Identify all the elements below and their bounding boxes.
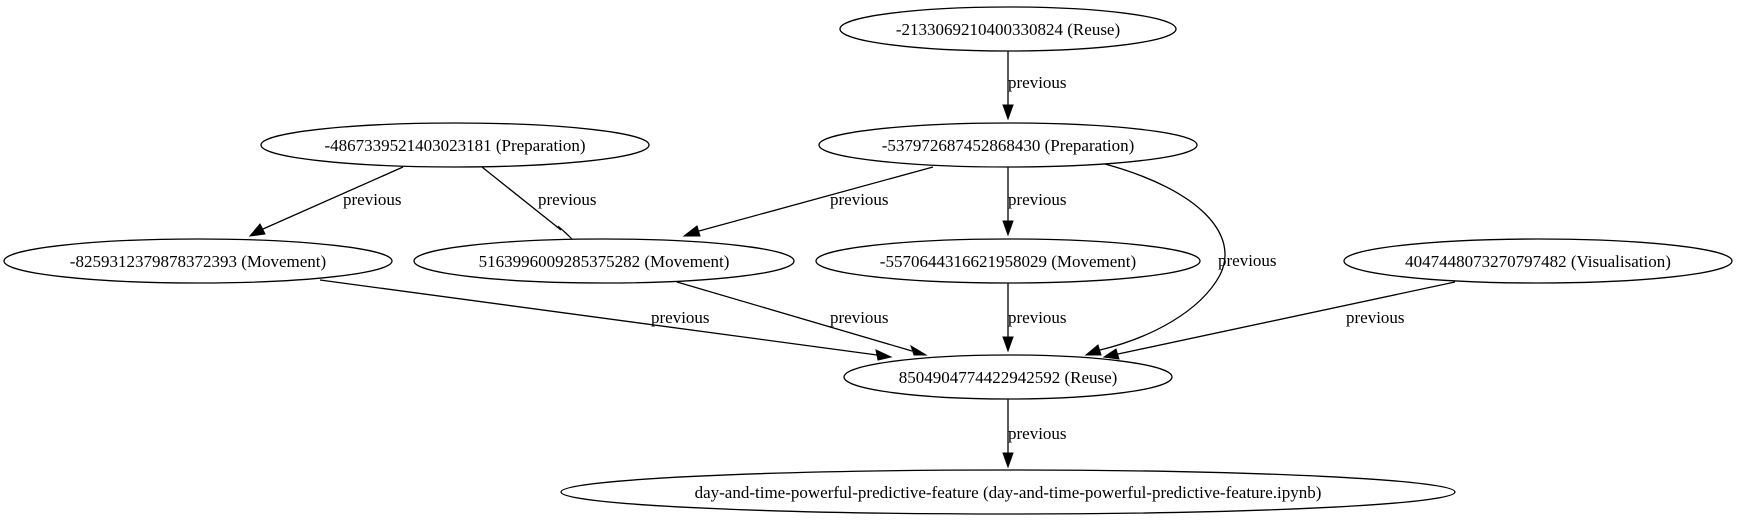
arrowhead-icon — [1102, 348, 1120, 360]
node-label: -4867339521403023181 (Preparation) — [324, 136, 585, 155]
edge: previous — [676, 281, 928, 356]
arrowhead-icon — [1002, 452, 1014, 469]
edge-label: previous — [538, 190, 597, 209]
graph-node: -2133069210400330824 (Reuse) — [839, 6, 1177, 52]
node-label: -5570644316621958029 (Movement) — [880, 252, 1136, 271]
edges-layer: previous previous previous previous previous… — [248, 51, 1456, 469]
node-ellipse — [413, 238, 795, 284]
edge-line — [698, 166, 934, 232]
edge-label: previous — [830, 190, 889, 209]
node-ellipse — [839, 6, 1177, 52]
edge: previous — [682, 166, 934, 237]
node-ellipse — [843, 354, 1173, 400]
node-ellipse — [815, 238, 1201, 284]
edge-line — [319, 279, 878, 356]
edge-line — [481, 166, 562, 231]
node-label: 4047448073270797482 (Visualisation) — [1405, 252, 1671, 271]
edge-label: previous — [1218, 251, 1277, 270]
edge-label: previous — [1008, 424, 1067, 443]
graph-node: 8504904774422942592 (Reuse) — [843, 354, 1173, 400]
graph-node: 4047448073270797482 (Visualisation) — [1343, 238, 1733, 284]
edge: previous — [1084, 163, 1277, 356]
edge-label: previous — [1346, 308, 1405, 327]
graph-node: -8259312379878372393 (Movement) — [3, 238, 393, 284]
node-ellipse — [1343, 238, 1733, 284]
edge: previous — [1102, 281, 1456, 360]
node-label: -537972687452868430 (Preparation) — [882, 136, 1135, 155]
node-ellipse — [260, 122, 650, 168]
arrowhead-icon — [1002, 220, 1014, 237]
edge-line — [1117, 281, 1456, 355]
edge: previous — [481, 166, 597, 241]
edge-line — [676, 281, 913, 352]
arrowhead-icon — [1084, 344, 1102, 356]
node-label: -8259312379878372393 (Movement) — [70, 252, 326, 271]
node-ellipse — [560, 469, 1456, 515]
edge: previous — [248, 166, 404, 237]
edge-label: previous — [830, 308, 889, 327]
edge: previous — [1002, 167, 1067, 237]
edge-label: previous — [343, 190, 402, 209]
graph-node: -5570644316621958029 (Movement) — [815, 238, 1201, 284]
nodes-layer: -2133069210400330824 (Reuse) -48673395214… — [3, 6, 1733, 515]
arrowhead-icon — [682, 225, 701, 237]
node-ellipse — [3, 238, 393, 284]
arrowhead-icon — [557, 225, 574, 241]
graph-node: day-and-time-powerful-predictive-feature… — [560, 469, 1456, 515]
arrowhead-icon — [1002, 336, 1014, 353]
arrowhead-icon — [248, 223, 266, 237]
edge-label: previous — [1008, 73, 1067, 92]
arrowhead-icon — [1002, 104, 1014, 121]
edge-label: previous — [1008, 308, 1067, 327]
node-ellipse — [818, 122, 1198, 168]
node-label: 8504904774422942592 (Reuse) — [899, 368, 1118, 387]
arrowhead-icon — [910, 344, 928, 356]
edge-label: previous — [651, 308, 710, 327]
edge: previous — [1002, 283, 1067, 353]
node-label: day-and-time-powerful-predictive-feature… — [695, 483, 1322, 502]
graph-node: 5163996009285375282 (Movement) — [413, 238, 795, 284]
edge: previous — [1002, 51, 1067, 121]
graph-node: -4867339521403023181 (Preparation) — [260, 122, 650, 168]
graph-node: -537972687452868430 (Preparation) — [818, 122, 1198, 168]
node-label: 5163996009285375282 (Movement) — [479, 252, 730, 271]
edge: previous — [1002, 399, 1067, 469]
edge-line — [262, 166, 404, 230]
edge-label: previous — [1008, 190, 1067, 209]
edge-line — [1099, 163, 1226, 351]
node-label: -2133069210400330824 (Reuse) — [896, 20, 1120, 39]
edge: previous — [319, 279, 893, 361]
arrowhead-icon — [875, 349, 893, 361]
